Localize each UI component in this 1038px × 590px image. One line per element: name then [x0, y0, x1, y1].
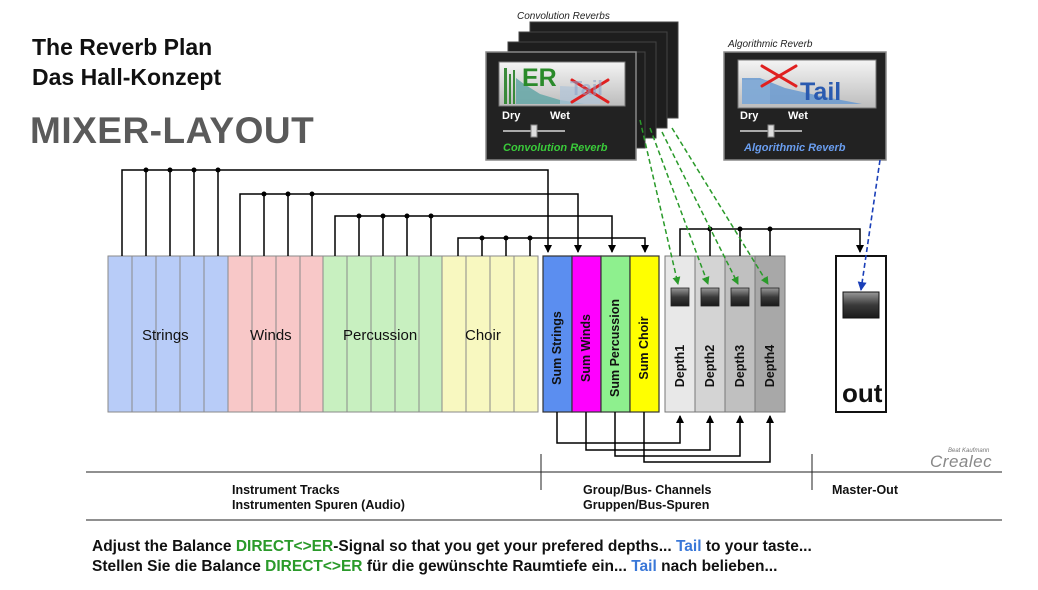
instrument-routing — [121, 169, 864, 256]
algorithmic-reverb-title: Algorithmic Reverb — [744, 142, 846, 154]
bus-label-percussion: Sum Percussion — [608, 299, 622, 397]
depth-faders — [670, 287, 780, 307]
depth-label-4: Depth4 — [763, 344, 777, 388]
er-cross-algorithmic — [760, 64, 798, 88]
instrument-tracks — [107, 255, 539, 413]
logo-crealec: Crealec — [930, 452, 993, 471]
group-label-winds: Winds — [250, 327, 292, 344]
main-title: MIXER-LAYOUT — [30, 110, 315, 151]
convolution-drywet-slider — [503, 124, 565, 138]
depth-label-1: Depth1 — [673, 344, 687, 388]
footer-master-out: Master-Out — [832, 483, 898, 497]
tail-label-algorithmic: Tail — [800, 78, 842, 106]
convolution-sends — [639, 119, 769, 285]
routing-junctions — [143, 167, 773, 241]
bus-label-choir: Sum Choir — [637, 316, 651, 380]
group-label-strings: Strings — [142, 327, 189, 344]
footer-lines — [86, 454, 1002, 521]
algorithmic-send — [857, 159, 881, 291]
algorithmic-caption: Algorithmic Reverb — [728, 39, 813, 50]
instruction-line-english: Adjust the Balance DIRECT<>ER-Signal so … — [92, 538, 812, 555]
er-label: ER — [522, 64, 557, 92]
logo-author: Beat Kaufmann — [948, 448, 990, 454]
title-block: The Reverb Plan Das Hall-Konzept — [32, 32, 221, 92]
depth-label-2: Depth2 — [703, 344, 717, 388]
footer-instrument-tracks: Instrument Tracks Instrumenten Spuren (A… — [232, 483, 405, 512]
depth-label-3: Depth3 — [733, 344, 747, 388]
master-fader — [842, 291, 880, 319]
convolution-reverb-title: Convolution Reverb — [503, 142, 608, 154]
algorithmic-wet-label: Wet — [788, 110, 808, 122]
title-line2: Das Hall-Konzept — [32, 64, 222, 90]
tail-cross-convolution — [570, 78, 610, 104]
algorithmic-dry-label: Dry — [740, 110, 759, 122]
depth-strips — [664, 255, 786, 413]
algorithmic-drywet-slider — [740, 124, 802, 138]
convolution-wet-label: Wet — [550, 110, 570, 122]
footer-group-bus: Group/Bus- Channels Gruppen/Bus-Spuren — [583, 483, 712, 512]
group-label-choir: Choir — [465, 327, 501, 344]
group-label-percussion: Percussion — [343, 327, 418, 344]
convolution-caption: Convolution Reverbs — [517, 11, 610, 22]
title-line1: The Reverb Plan — [32, 34, 213, 60]
bus-strips — [542, 255, 660, 413]
bus-label-strings: Sum Strings — [550, 311, 564, 385]
bus-label-winds: Sum Winds — [579, 314, 593, 382]
master-out-label: out — [842, 378, 883, 408]
convolution-dry-label: Dry — [502, 110, 521, 122]
tail-label-convolution: Tail — [570, 78, 603, 100]
bus-to-depth-routing — [556, 412, 774, 463]
instruction-line-german: Stellen Sie die Balance DIRECT<>ER für d… — [92, 558, 778, 575]
